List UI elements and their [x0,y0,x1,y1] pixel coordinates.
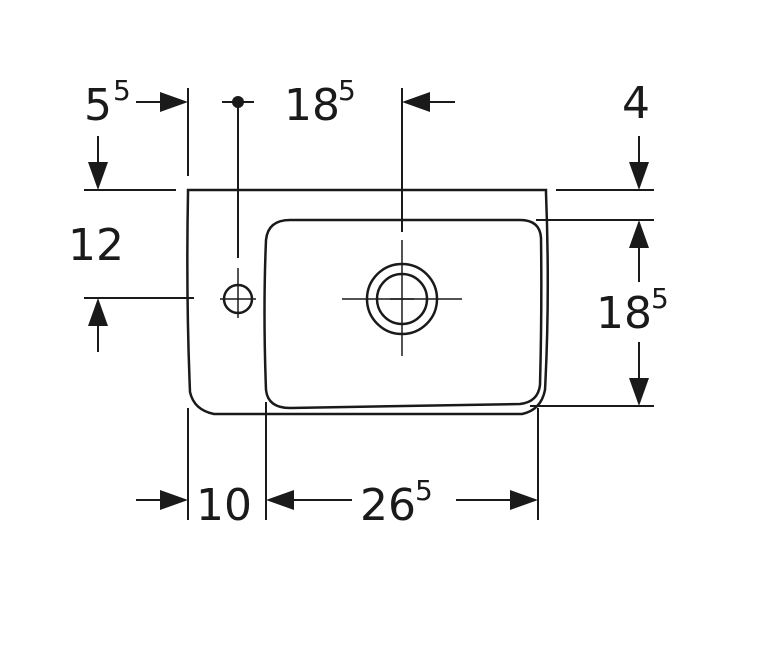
bowl-depth-label: 18 [596,288,652,339]
bowl-depth-superscript: 5 [651,282,669,315]
basin-bowl-outline [263,218,543,410]
tap-height-arrowhead-top [88,162,108,190]
bowl-depth-arrowhead-bottom [629,378,649,406]
tap-height-label: 12 [68,220,124,271]
bowl-width-superscript: 5 [415,474,433,507]
offset-left-arrowhead [160,92,188,112]
side-width-label: 10 [196,480,252,531]
basin-outer-outline [186,188,550,416]
tap-to-drain-label: 18 [284,80,340,131]
offset-left-superscript: 5 [113,74,131,107]
bowl-depth-arrowhead-top [629,220,649,248]
bowl-width-arrowhead-right [510,490,538,510]
side-width-arrowhead [160,490,188,510]
tap-height-arrowhead-bottom [88,298,108,326]
rim-top-arrowhead [629,162,649,190]
rim-top-label: 4 [622,78,650,129]
tap-to-drain-superscript: 5 [338,74,356,107]
offset-left-label: 5 [84,80,112,131]
tap-to-drain-arrowhead [402,92,430,112]
bowl-width-arrowhead-left [266,490,294,510]
bowl-width-label: 26 [360,480,416,531]
